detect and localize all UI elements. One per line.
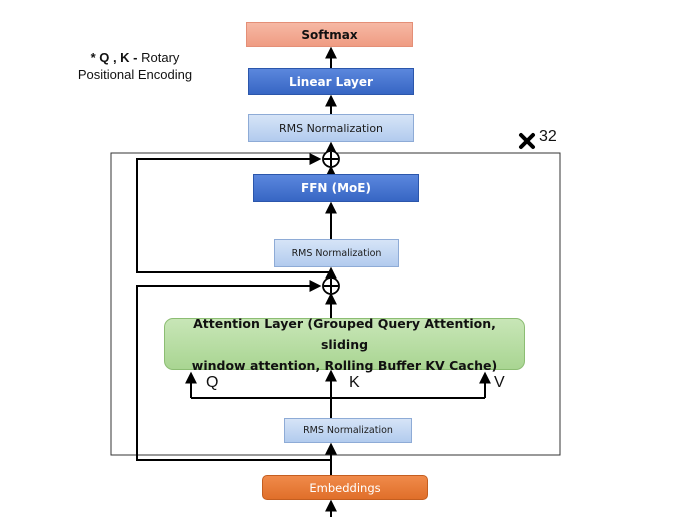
add-node-top <box>322 150 340 168</box>
note-positional-label: Positional Encoding <box>77 67 193 82</box>
note-qk-label: * Q , K - <box>90 50 138 65</box>
add-node-bottom <box>322 277 340 295</box>
rms-normalization-bottom-block: RMS Normalization <box>284 418 412 443</box>
attention-layer-line2: window attention, Rolling Buffer KV Cach… <box>191 357 498 373</box>
ffn-moe-block: FFN (MoE) <box>253 174 419 202</box>
attention-layer-block: Attention Layer (Grouped Query Attention… <box>164 316 525 373</box>
linear-layer-block: Linear Layer <box>248 68 414 95</box>
cross-icon <box>519 133 535 149</box>
repeat-count: 32 <box>539 128 557 145</box>
softmax-block: Softmax <box>246 22 413 47</box>
key-label: K <box>349 374 360 391</box>
query-label: Q <box>206 374 219 391</box>
rms-normalization-middle-block: RMS Normalization <box>274 239 399 267</box>
rms-normalization-top-block: RMS Normalization <box>248 114 414 142</box>
embeddings-block: Embeddings <box>262 475 428 500</box>
rotary-encoding-note: * Q , K - Rotary Positional Encoding <box>60 49 210 83</box>
note-rotary-label: Rotary <box>137 50 180 65</box>
value-label: V <box>494 374 505 391</box>
attention-layer-line1: Attention Layer (Grouped Query Attention… <box>193 315 496 352</box>
